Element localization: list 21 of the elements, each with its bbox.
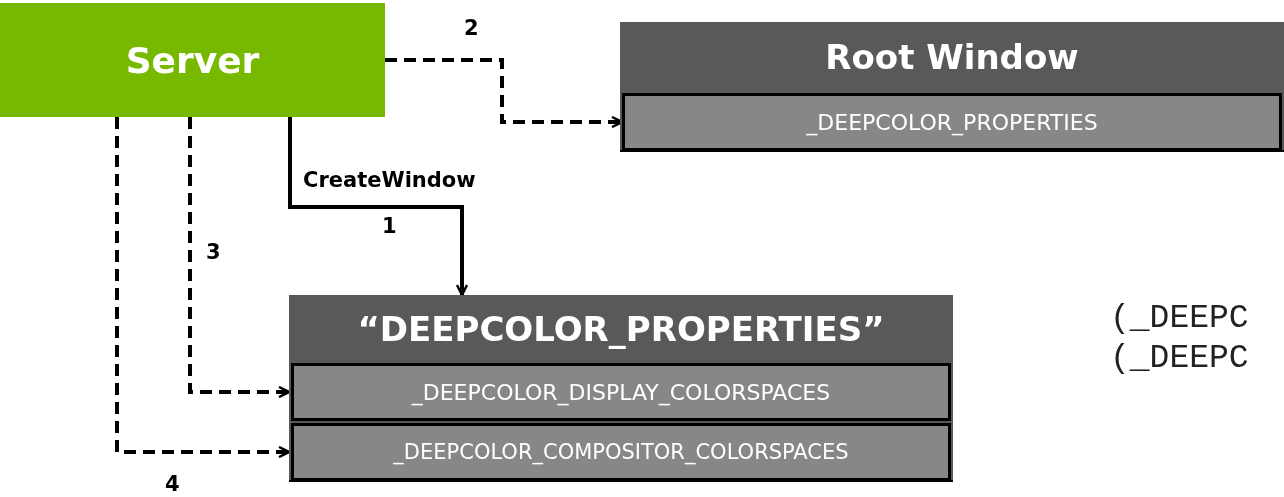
property-name: _DEEPCOLOR_COMPOSITOR_COLORSPACES [392, 439, 850, 467]
server-box [0, 3, 385, 117]
box-title: Root Window [824, 36, 1080, 79]
step-number: 2 [464, 16, 479, 40]
step-number: 3 [206, 240, 221, 264]
code-text: (_DEEPC [1110, 300, 1249, 337]
box-title: “DEEPCOLOR_PROPERTIES” [356, 307, 886, 351]
arrow [115, 117, 291, 459]
property-name: _DEEPCOLOR_DISPLAY_COLORSPACES [410, 378, 832, 408]
arrow [188, 117, 291, 399]
property-row [622, 93, 1282, 151]
code-text: (_DEEPC [1110, 340, 1249, 377]
box-title: Server [124, 38, 261, 83]
property-row [291, 363, 951, 421]
arrow [288, 117, 469, 297]
property-name: _DEEPCOLOR_PROPERTIES [805, 108, 1099, 138]
step-number: 4 [165, 472, 180, 496]
property-row [291, 423, 951, 481]
step-number: 1 [382, 214, 397, 238]
window-box [289, 295, 953, 482]
window-box [620, 22, 1284, 152]
